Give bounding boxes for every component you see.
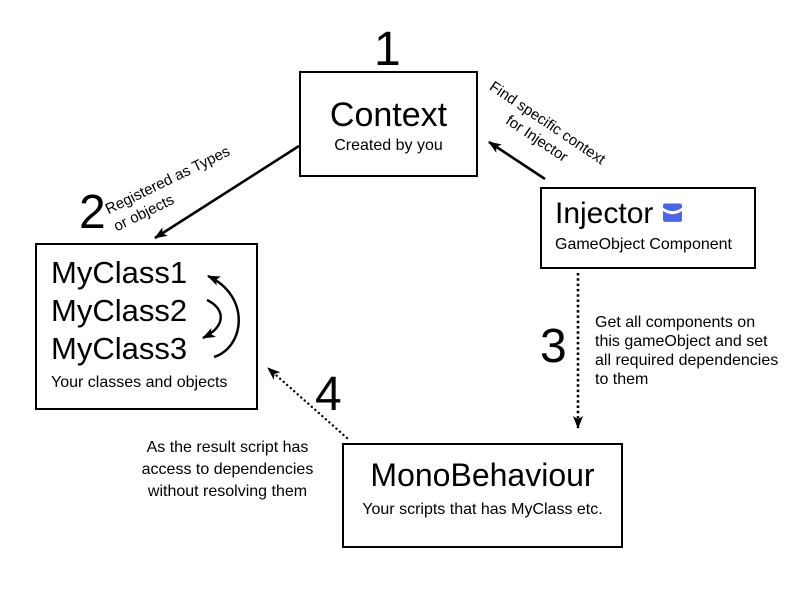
- edge-label-as-the-result: As the result script has access to depen…: [141, 439, 314, 500]
- injector-title: Injector: [555, 197, 654, 230]
- myclass1-label: MyClass1: [51, 255, 188, 290]
- injector-subtitle: GameObject Component: [555, 236, 732, 253]
- myclass-subtitle: Your classes and objects: [51, 374, 228, 391]
- context-box: Context Created by you: [299, 71, 478, 177]
- step-number-3: 3: [540, 320, 567, 373]
- context-subtitle: Created by you: [334, 137, 443, 154]
- injector-box: Injector GameObject Component: [540, 187, 756, 269]
- monobehaviour-title: MonoBehaviour: [370, 457, 595, 493]
- step-number-1: 1: [374, 23, 401, 76]
- step-number-2: 2: [79, 186, 106, 239]
- myclass-box: MyClass1 MyClass2 MyClass3 Your classes …: [35, 243, 258, 410]
- context-title: Context: [329, 96, 448, 134]
- edge-label-registered-as-types: Registered as Types or objects: [102, 142, 233, 236]
- edge-label-find-specific-context: Find specific context for Injector: [486, 78, 609, 169]
- layers-stack-icon: [662, 203, 683, 228]
- myclass3-label: MyClass3: [51, 331, 188, 366]
- monobehaviour-box: MonoBehaviour Your scripts that has MyCl…: [342, 443, 623, 548]
- step-number-4: 4: [315, 368, 342, 421]
- myclass2-label: MyClass2: [51, 293, 188, 328]
- injector-title-row: Injector: [555, 197, 754, 231]
- monobehaviour-subtitle: Your scripts that has MyClass etc.: [362, 501, 603, 518]
- edge-label-get-all-components: Get all components on this gameObject an…: [595, 314, 779, 388]
